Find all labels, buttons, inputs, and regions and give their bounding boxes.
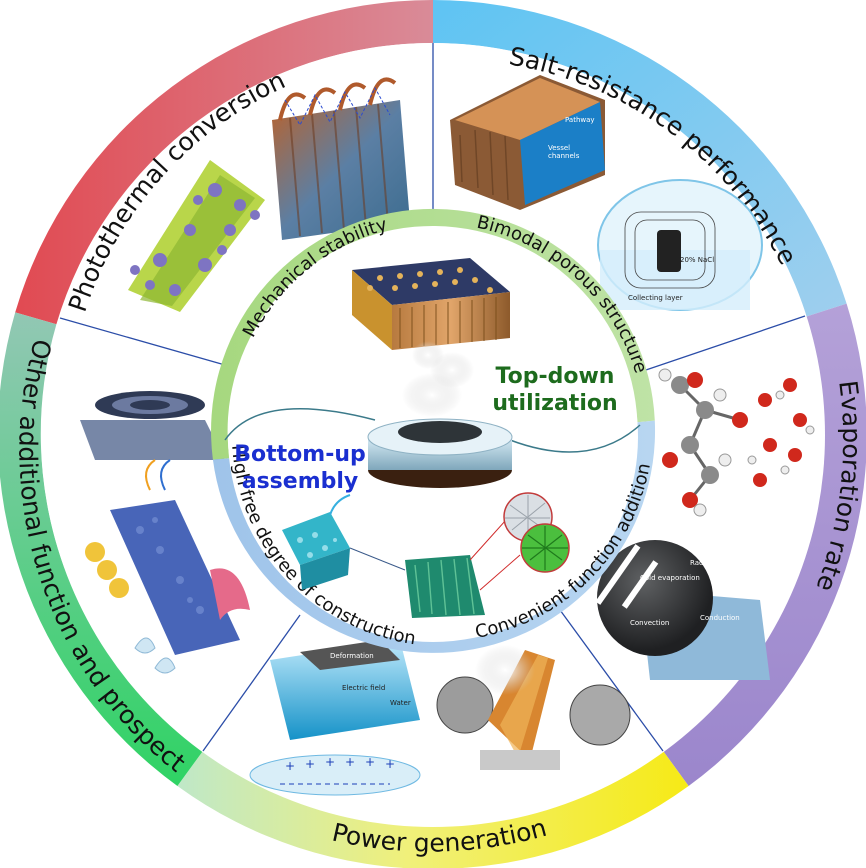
evaporator-dish-image bbox=[367, 341, 513, 488]
sphere-evaporator-image: Convection Cold evaporation Radiation Co… bbox=[595, 540, 770, 680]
vessel-label-2: channels bbox=[548, 152, 580, 160]
svg-text:+: + bbox=[365, 755, 375, 769]
deformation-label: Deformation bbox=[330, 652, 374, 660]
center-top-down-line2: utilization bbox=[492, 391, 617, 416]
link-aerogel bbox=[349, 547, 406, 571]
connector-curve-right bbox=[509, 424, 641, 453]
photothermal-images bbox=[128, 77, 410, 312]
cyan-aerogel-image bbox=[282, 494, 351, 590]
center-top-down-line1: Top-down bbox=[496, 364, 615, 389]
power-generation-images: Deformation Water Electric field + + + + + + bbox=[249, 640, 631, 796]
evap-label-radiation: Radiation bbox=[690, 559, 723, 567]
water-label: Water bbox=[390, 699, 411, 707]
center-bottom-up-line1: Bottom-up bbox=[234, 442, 366, 467]
fibrous-column-image bbox=[436, 645, 631, 770]
other-function-images bbox=[80, 391, 250, 674]
connector-curve-left bbox=[224, 408, 376, 441]
section-other bbox=[0, 312, 203, 786]
coil-image bbox=[80, 391, 225, 460]
section-power-generation bbox=[177, 751, 689, 868]
evaporation-images: Convection Cold evaporation Radiation Co… bbox=[595, 368, 815, 680]
center-content: Top-down utilization Bottom-up assembly bbox=[224, 258, 641, 618]
green-sheet-particles-image bbox=[128, 160, 265, 312]
section-salt-resistance bbox=[433, 0, 847, 317]
svg-text:+: + bbox=[385, 757, 395, 771]
evap-label-convection: Convection bbox=[630, 619, 669, 627]
electric-field-label: Electric field bbox=[342, 684, 385, 692]
wood-vessel-image: Vessel channels Pathway bbox=[450, 75, 605, 210]
striped-membrane-image bbox=[272, 77, 410, 240]
pathway-label: Pathway bbox=[565, 116, 595, 124]
water-electric-image: Deformation Water Electric field + + + + + + bbox=[249, 640, 421, 796]
evap-label-conduction: Conduction bbox=[700, 614, 740, 622]
molecule-image bbox=[658, 368, 815, 517]
vessel-label-1: Vessel bbox=[548, 144, 570, 152]
divider-lines bbox=[59, 43, 806, 752]
wood-block-image bbox=[352, 258, 510, 350]
salt-resistance-images: Vessel channels Pathway 20% NaCl Collect… bbox=[450, 75, 763, 311]
svg-text:+: + bbox=[305, 757, 315, 771]
salt-collector-image: 20% NaCl Collecting layer bbox=[597, 179, 763, 311]
section-photothermal bbox=[15, 0, 433, 325]
sponge-function-image bbox=[85, 459, 250, 674]
center-bottom-up-line2: assembly bbox=[242, 469, 359, 494]
collecting-layer-label: Collecting layer bbox=[628, 294, 683, 302]
evap-label-cold: Cold evaporation bbox=[640, 574, 700, 582]
section-evaporation bbox=[663, 303, 866, 786]
green-fiber-image bbox=[405, 555, 485, 618]
fiber-zoom-bottom-image bbox=[520, 523, 570, 573]
svg-text:+: + bbox=[285, 759, 295, 773]
nacl-label: 20% NaCl bbox=[680, 256, 714, 264]
link-fiber-bottom bbox=[479, 554, 521, 591]
svg-text:+: + bbox=[325, 755, 335, 769]
svg-text:+: + bbox=[345, 755, 355, 769]
